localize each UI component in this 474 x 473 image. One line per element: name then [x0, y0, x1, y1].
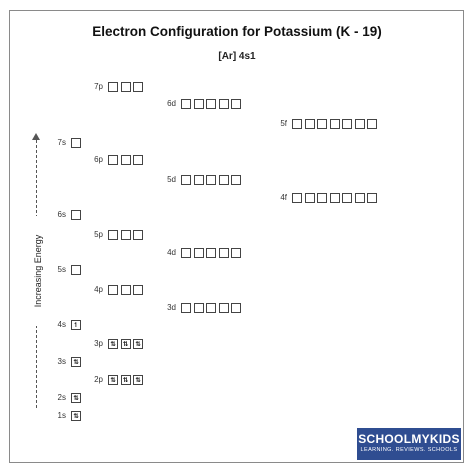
- logo-name: SCHOOLMYKIDS: [358, 432, 460, 446]
- orbital-box-3d-4: [218, 303, 229, 313]
- orbital-label-4f: 4f: [280, 193, 287, 202]
- orbital-box-2s-1: ⇅: [71, 393, 81, 403]
- orbital-box-5d-4: [218, 175, 229, 185]
- orbital-label-3d: 3d: [167, 303, 176, 312]
- orbital-box-5f-4: [329, 119, 340, 129]
- orbital-box-5f-5: [342, 119, 352, 129]
- orbital-box-6d-5: [231, 99, 241, 109]
- orbital-box-5p-1: [108, 230, 118, 240]
- orbital-box-4f-2: [304, 193, 315, 203]
- orbital-box-5p-2: [120, 230, 131, 240]
- orbital-label-5d: 5d: [167, 175, 176, 184]
- orbital-label-3s: 3s: [57, 357, 66, 366]
- diagram-frame: [9, 10, 464, 463]
- logo-tagline: LEARNING. REVIEWS. SCHOOLS: [360, 447, 458, 453]
- orbital-box-4d-5: [231, 248, 241, 258]
- orbital-box-3p-1: ⇅: [108, 339, 118, 349]
- orbital-box-6d-2: [193, 99, 204, 109]
- orbital-box-4p-1: [108, 285, 118, 295]
- orbital-box-7p-2: [120, 82, 131, 92]
- orbital-box-4f-4: [329, 193, 340, 203]
- orbital-box-4p-3: [133, 285, 143, 295]
- orbital-label-2s: 2s: [57, 393, 66, 402]
- orbital-box-5f-2: [304, 119, 315, 129]
- orbital-label-2p: 2p: [94, 375, 103, 384]
- orbital-box-4f-3: [317, 193, 327, 203]
- orbital-box-6s-1: [71, 210, 81, 220]
- orbital-label-1s: 1s: [57, 411, 66, 420]
- orbital-label-4s: 4s: [57, 320, 66, 329]
- orbital-box-5d-3: [206, 175, 216, 185]
- orbital-box-4d-3: [206, 248, 216, 258]
- orbital-box-4d-2: [193, 248, 204, 258]
- orbital-box-4s-1: ↿: [71, 320, 81, 330]
- orbital-box-4p-2: [120, 285, 131, 295]
- orbital-box-5f-7: [367, 119, 377, 129]
- orbital-box-6p-1: [108, 155, 118, 165]
- orbital-box-7p-3: [133, 82, 143, 92]
- orbital-label-5p: 5p: [94, 230, 103, 239]
- orbital-box-4f-1: [292, 193, 302, 203]
- orbital-box-6d-1: [181, 99, 191, 109]
- orbital-box-7s-1: [71, 138, 81, 148]
- orbital-label-5f: 5f: [280, 119, 287, 128]
- orbital-box-6d-3: [206, 99, 216, 109]
- orbital-box-5d-5: [231, 175, 241, 185]
- orbital-box-4d-4: [218, 248, 229, 258]
- orbital-box-4f-5: [342, 193, 352, 203]
- orbital-box-4f-7: [367, 193, 377, 203]
- orbital-box-1s-1: ⇅: [71, 411, 81, 421]
- orbital-label-6p: 6p: [94, 155, 103, 164]
- orbital-label-4p: 4p: [94, 285, 103, 294]
- orbital-label-3p: 3p: [94, 339, 103, 348]
- orbital-label-7p: 7p: [94, 82, 103, 91]
- orbital-label-6d: 6d: [167, 99, 176, 108]
- orbital-label-5s: 5s: [57, 265, 66, 274]
- orbital-box-3d-2: [193, 303, 204, 313]
- schoolmykids-logo: SCHOOLMYKIDS LEARNING. REVIEWS. SCHOOLS: [357, 428, 461, 460]
- orbital-box-2p-2: ⇅: [120, 375, 131, 385]
- orbital-box-2p-1: ⇅: [108, 375, 118, 385]
- orbital-box-3p-2: ⇅: [120, 339, 131, 349]
- orbital-box-5f-6: [354, 119, 365, 129]
- orbital-box-3p-3: ⇅: [133, 339, 143, 349]
- orbital-box-2p-3: ⇅: [133, 375, 143, 385]
- orbital-box-4d-1: [181, 248, 191, 258]
- orbital-box-5p-3: [133, 230, 143, 240]
- energy-arrow-head: [32, 133, 40, 140]
- orbital-box-5d-2: [193, 175, 204, 185]
- orbital-box-5f-3: [317, 119, 327, 129]
- orbital-label-6s: 6s: [57, 210, 66, 219]
- orbital-label-4d: 4d: [167, 248, 176, 257]
- orbital-box-5d-1: [181, 175, 191, 185]
- orbital-box-7p-1: [108, 82, 118, 92]
- orbital-box-6p-3: [133, 155, 143, 165]
- orbital-box-6p-2: [120, 155, 131, 165]
- orbital-box-3d-5: [231, 303, 241, 313]
- orbital-box-6d-4: [218, 99, 229, 109]
- orbital-box-3d-3: [206, 303, 216, 313]
- orbital-box-5f-1: [292, 119, 302, 129]
- diagram-title: Electron Configuration for Potassium (K …: [92, 24, 382, 39]
- orbital-box-4f-6: [354, 193, 365, 203]
- orbital-box-5s-1: [71, 265, 81, 275]
- orbital-box-3d-1: [181, 303, 191, 313]
- configuration-notation: [Ar] 4s1: [218, 51, 256, 62]
- orbital-label-7s: 7s: [57, 138, 66, 147]
- orbital-box-3s-1: ⇅: [71, 357, 81, 367]
